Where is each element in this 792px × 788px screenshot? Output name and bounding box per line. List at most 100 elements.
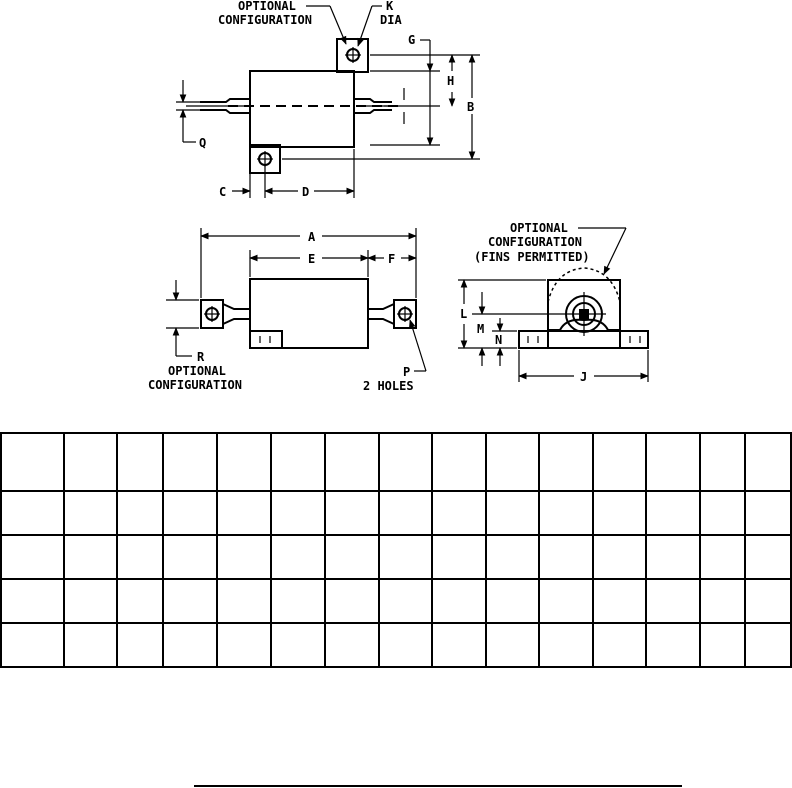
- dia-label: DIA: [380, 13, 402, 27]
- table-cell: [62, 578, 119, 624]
- e-label: E: [308, 252, 315, 266]
- table-cell: [269, 490, 327, 536]
- table-cell: [216, 578, 272, 624]
- table-cell: [431, 622, 487, 668]
- table-cell: [744, 432, 792, 492]
- end-view: L M N J OPTIONAL CONFIGURATION (FINS PER…: [458, 221, 649, 384]
- table-cell: [698, 622, 747, 668]
- table-cell: [324, 432, 380, 492]
- table-cell: [216, 534, 272, 580]
- table-cell: [484, 578, 541, 624]
- table-cell: [645, 578, 701, 624]
- table-cell: [377, 490, 434, 536]
- two-holes-label: 2 HOLES: [363, 379, 414, 393]
- table-cell: [698, 578, 747, 624]
- table-cell: [484, 490, 541, 536]
- table-cell: [538, 534, 594, 580]
- top-optional-label: OPTIONAL: [238, 0, 296, 13]
- side-view: A E F R OPTIONAL CONFIGURATION P 2 HOLES: [148, 228, 427, 393]
- table-cell: [0, 490, 65, 536]
- table-cell: [324, 622, 380, 668]
- table-cell: [116, 622, 164, 668]
- m-label: M: [477, 322, 484, 336]
- table-cell: [269, 578, 327, 624]
- table-row: [0, 578, 792, 624]
- top-view: Q G H B OPTIONAL CONFIGURATION K DIA C D: [176, 0, 480, 199]
- table-cell: [645, 432, 701, 492]
- end-configuration-label: CONFIGURATION: [488, 235, 582, 249]
- table-cell: [744, 534, 792, 580]
- table-cell: [377, 534, 434, 580]
- table-cell: [0, 578, 65, 624]
- table-cell: [744, 490, 792, 536]
- table-cell: [377, 578, 434, 624]
- table-cell: [161, 432, 219, 492]
- top-configuration-label: CONFIGURATION: [218, 13, 312, 27]
- g-label: G: [408, 33, 415, 47]
- table-cell: [324, 578, 380, 624]
- upper-mounting-tab: [336, 38, 369, 73]
- table-cell: [269, 534, 327, 580]
- left-lead-tab: [200, 299, 224, 329]
- table-cell: [431, 578, 487, 624]
- table-cell: [538, 622, 594, 668]
- table-cell: [484, 622, 541, 668]
- right-lead-tab: [393, 299, 417, 329]
- table-cell: [484, 432, 541, 492]
- p-label: P: [403, 365, 410, 379]
- table-cell: [538, 490, 594, 536]
- table-cell: [591, 534, 648, 580]
- a-label: A: [308, 230, 316, 244]
- b-label: B: [467, 100, 474, 114]
- fins-permitted-label: (FINS PERMITTED): [474, 250, 590, 264]
- table-cell: [538, 432, 594, 492]
- table-cell: [538, 578, 594, 624]
- table-cell: [0, 432, 65, 492]
- table-cell: [161, 622, 219, 668]
- table-cell: [431, 534, 487, 580]
- table-cell: [269, 622, 327, 668]
- table-cell: [216, 432, 272, 492]
- table-cell: [645, 622, 701, 668]
- table-cell: [645, 534, 701, 580]
- d-label: D: [302, 185, 309, 199]
- table-cell: [62, 432, 119, 492]
- resistor-body-top: [249, 70, 355, 148]
- table-cell: [116, 432, 164, 492]
- table-cell: [698, 432, 747, 492]
- table-cell: [116, 578, 164, 624]
- c-label: C: [219, 185, 226, 199]
- table-row: [0, 432, 792, 492]
- table-cell: [0, 622, 65, 668]
- table-cell: [62, 490, 119, 536]
- end-optional-label: OPTIONAL: [510, 221, 568, 235]
- side-optional-label: OPTIONAL: [168, 364, 226, 378]
- table-cell: [161, 578, 219, 624]
- table-cell: [698, 490, 747, 536]
- n-label: N: [495, 333, 502, 347]
- table-cell: [62, 534, 119, 580]
- table-cell: [116, 534, 164, 580]
- r-label: R: [197, 350, 205, 364]
- table-cell: [591, 490, 648, 536]
- table-row: [0, 534, 792, 580]
- side-configuration-label: CONFIGURATION: [148, 378, 242, 392]
- h-label: H: [447, 74, 454, 88]
- signature-rule: [194, 785, 682, 787]
- table-cell: [377, 432, 434, 492]
- table-row: [0, 622, 792, 668]
- table-cell: [161, 490, 219, 536]
- table-cell: [744, 622, 792, 668]
- table-cell: [431, 490, 487, 536]
- table-row: [0, 490, 792, 536]
- table-cell: [744, 578, 792, 624]
- resistor-body-side: [249, 278, 369, 349]
- table-cell: [324, 534, 380, 580]
- table-cell: [377, 622, 434, 668]
- j-label: J: [580, 370, 587, 384]
- table-cell: [216, 622, 272, 668]
- table-cell: [62, 622, 119, 668]
- table-cell: [591, 622, 648, 668]
- table-cell: [161, 534, 219, 580]
- table-cell: [269, 432, 327, 492]
